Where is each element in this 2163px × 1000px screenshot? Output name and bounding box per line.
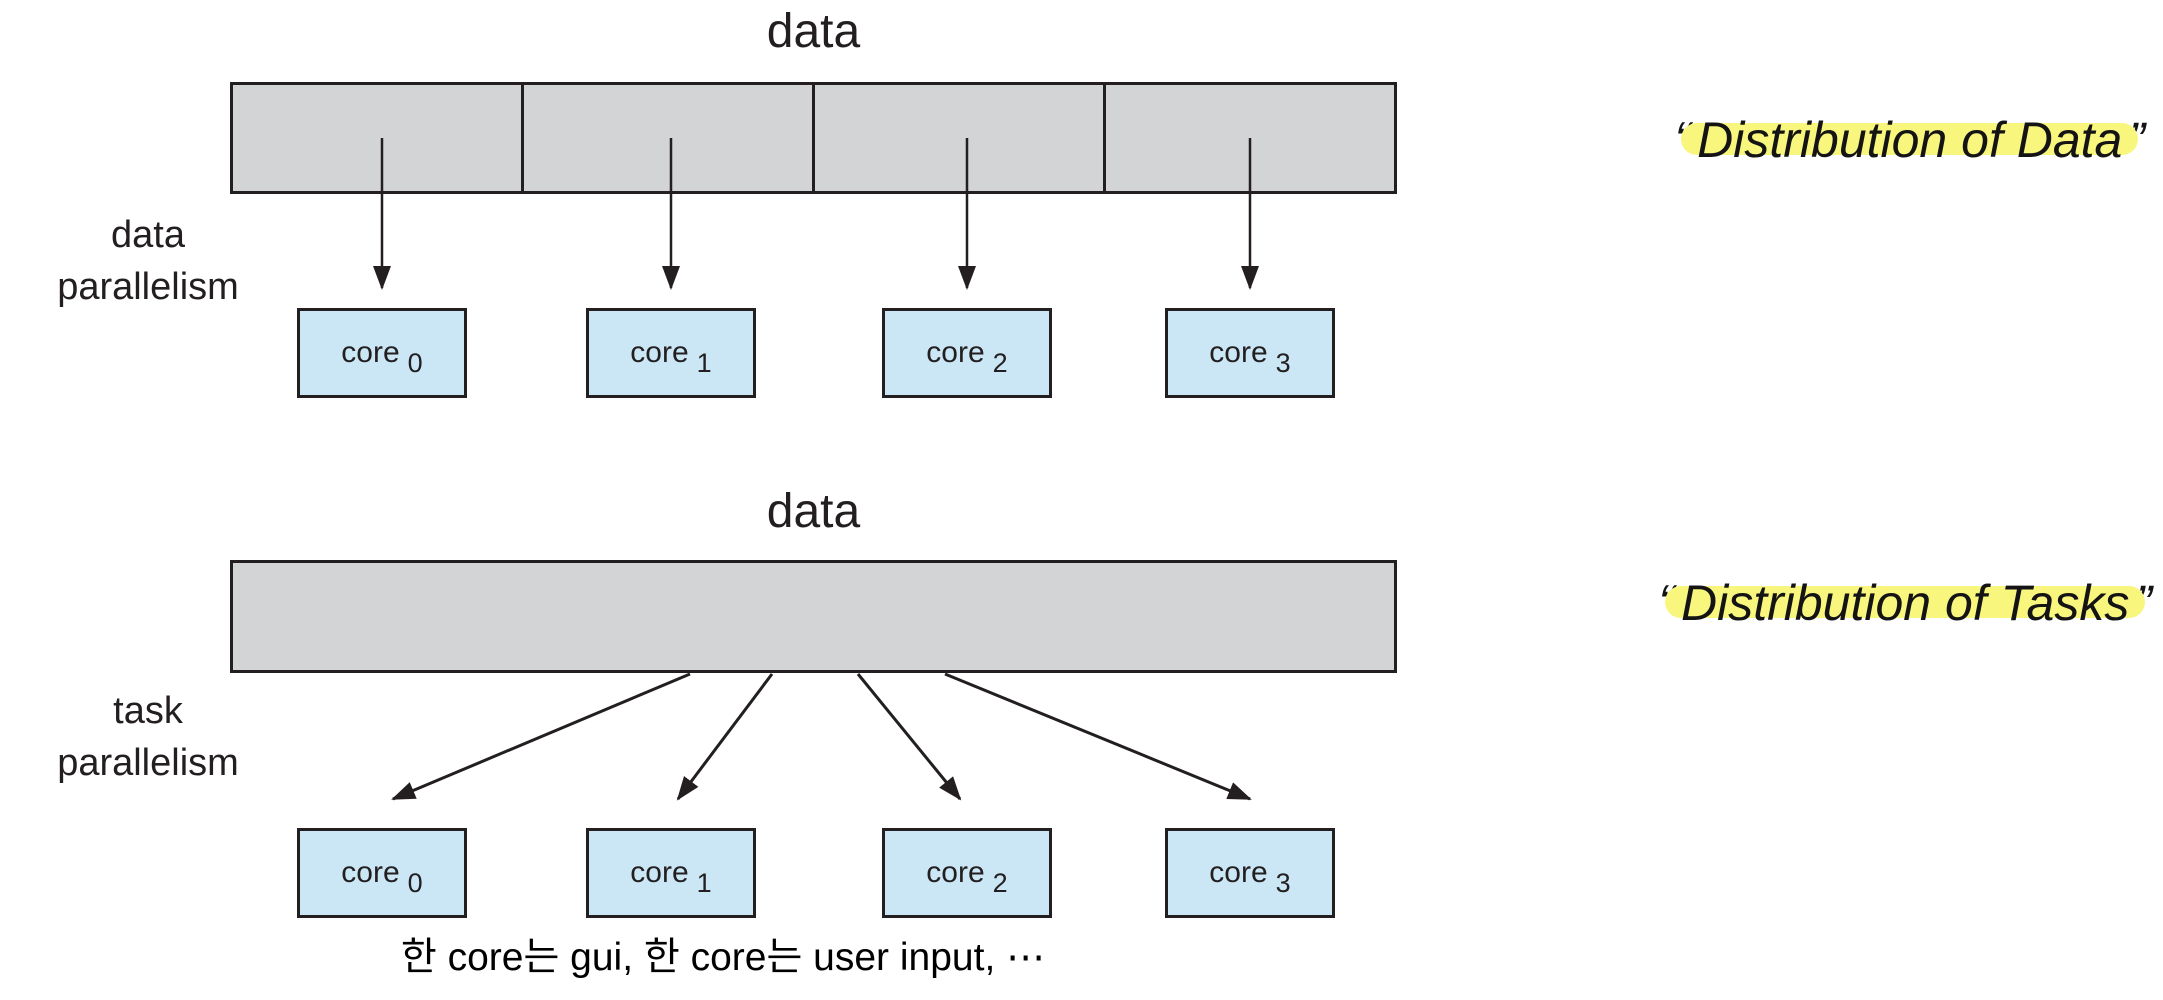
core-label: core [926,336,985,369]
top-data-title: data [766,5,861,58]
distribution-of-data-annotation: “Distribution of Data” [1674,112,2145,170]
data-parallelism-label-line1: data [111,214,185,256]
korean-caption: 한 core는 gui, 한 core는 user input, ⋯ [400,936,1046,979]
core-label: core [341,336,400,369]
core-label: core [630,336,689,369]
core-index: 2 [992,347,1008,378]
task-parallelism-label-line2: parallelism [57,741,239,784]
data-segment-0 [233,85,524,191]
core-label: core [341,856,400,889]
data-segment-3 [1106,85,1394,191]
data-segment-2 [815,85,1106,191]
bottom-data-bar [230,560,1397,673]
core-label: core [1209,336,1268,369]
core-label: core [630,856,689,889]
data-segment-1 [524,85,815,191]
bottom-arrow-2 [856,673,962,801]
highlighted-text: Distribution of Data [1691,112,2128,168]
core-index: 1 [696,347,712,378]
task-parallelism-label-line1: task [113,690,183,732]
bottom-data-title: data [766,485,861,538]
core-label: core [926,856,985,889]
core-index: 2 [992,867,1008,898]
data-parallelism-label: data parallelism [28,210,268,313]
core-index: 1 [696,867,712,898]
core-index: 3 [1275,867,1291,898]
bottom-arrow-3 [944,672,1252,801]
core-label: core [1209,856,1268,889]
data-block [233,563,1394,670]
highlighted-text: Distribution of Tasks [1675,575,2135,631]
data-parallelism-label-line2: parallelism [57,265,239,308]
bottom-arrow-0 [391,672,691,801]
core-index: 0 [407,347,423,378]
core-index: 3 [1275,347,1291,378]
bottom-arrow-1 [676,673,774,801]
core-index: 0 [407,867,423,898]
distribution-of-tasks-annotation: “Distribution of Tasks” [1658,575,2152,633]
task-parallelism-label: task parallelism [28,686,268,789]
top-data-bar [230,82,1397,194]
